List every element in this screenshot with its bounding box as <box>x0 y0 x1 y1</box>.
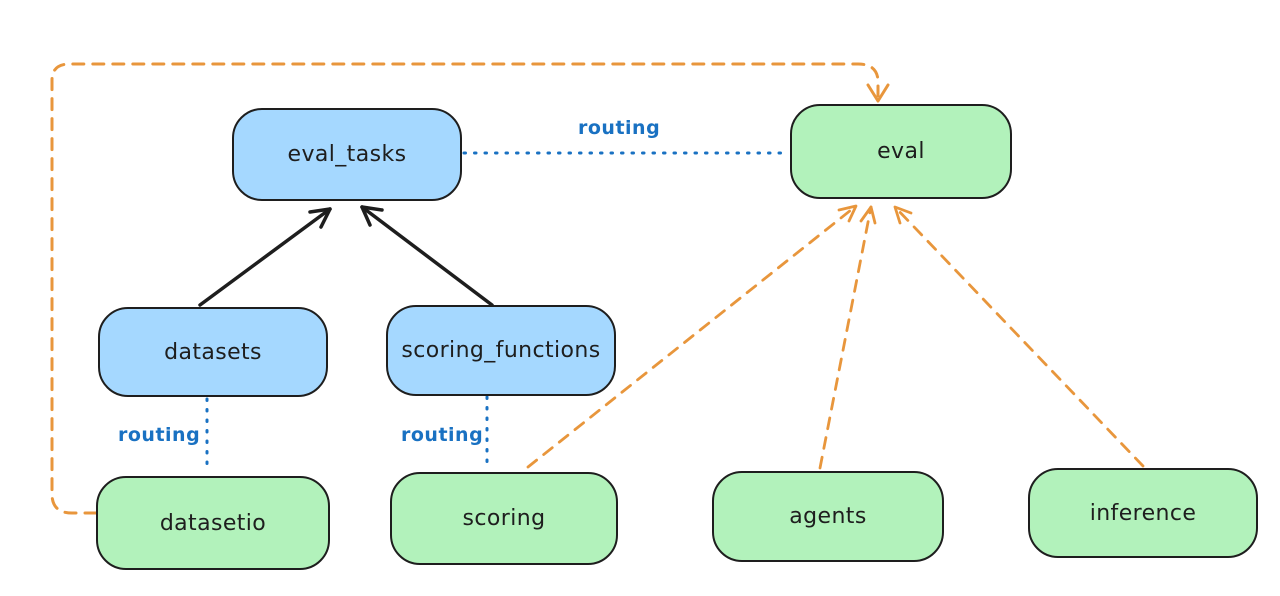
node-scoring: scoring <box>390 472 618 565</box>
routing-label-scoringfunctions-scoring: routing <box>401 424 484 446</box>
edge-scoringfunctions-evaltasks <box>360 205 494 307</box>
node-agents-label: agents <box>789 504 867 529</box>
arrowhead-scoring-eval <box>837 204 858 223</box>
node-datasets: datasets <box>98 307 328 397</box>
node-inference: inference <box>1028 468 1258 558</box>
node-agents: agents <box>712 471 944 562</box>
node-datasetio: datasetio <box>96 476 330 570</box>
arrowhead-datasetio-eval <box>866 83 890 103</box>
edge-agents-eval <box>818 205 873 470</box>
arrowhead-inference-eval <box>893 205 913 225</box>
arrowhead-datasets-evaltasks <box>308 207 332 229</box>
node-scoring-label: scoring <box>462 506 546 531</box>
node-eval: eval <box>790 104 1012 199</box>
node-scoring-functions: scoring_functions <box>386 305 616 396</box>
routing-label-datasets-datasetio: routing <box>118 424 201 446</box>
edge-datasets-evaltasks <box>198 207 332 307</box>
node-scoring-functions-label: scoring_functions <box>401 338 601 363</box>
node-eval-tasks-label: eval_tasks <box>287 142 407 167</box>
arrowhead-agents-eval <box>859 205 877 225</box>
arrowhead-scoringfunctions-evaltasks <box>360 205 384 227</box>
routing-label-evaltasks-eval: routing <box>578 117 661 139</box>
node-datasets-label: datasets <box>164 339 262 365</box>
node-inference-label: inference <box>1089 500 1197 526</box>
node-eval-tasks: eval_tasks <box>232 108 462 201</box>
edge-inference-eval <box>893 205 1145 468</box>
node-datasetio-label: datasetio <box>159 510 267 536</box>
node-eval-label: eval <box>877 139 925 164</box>
